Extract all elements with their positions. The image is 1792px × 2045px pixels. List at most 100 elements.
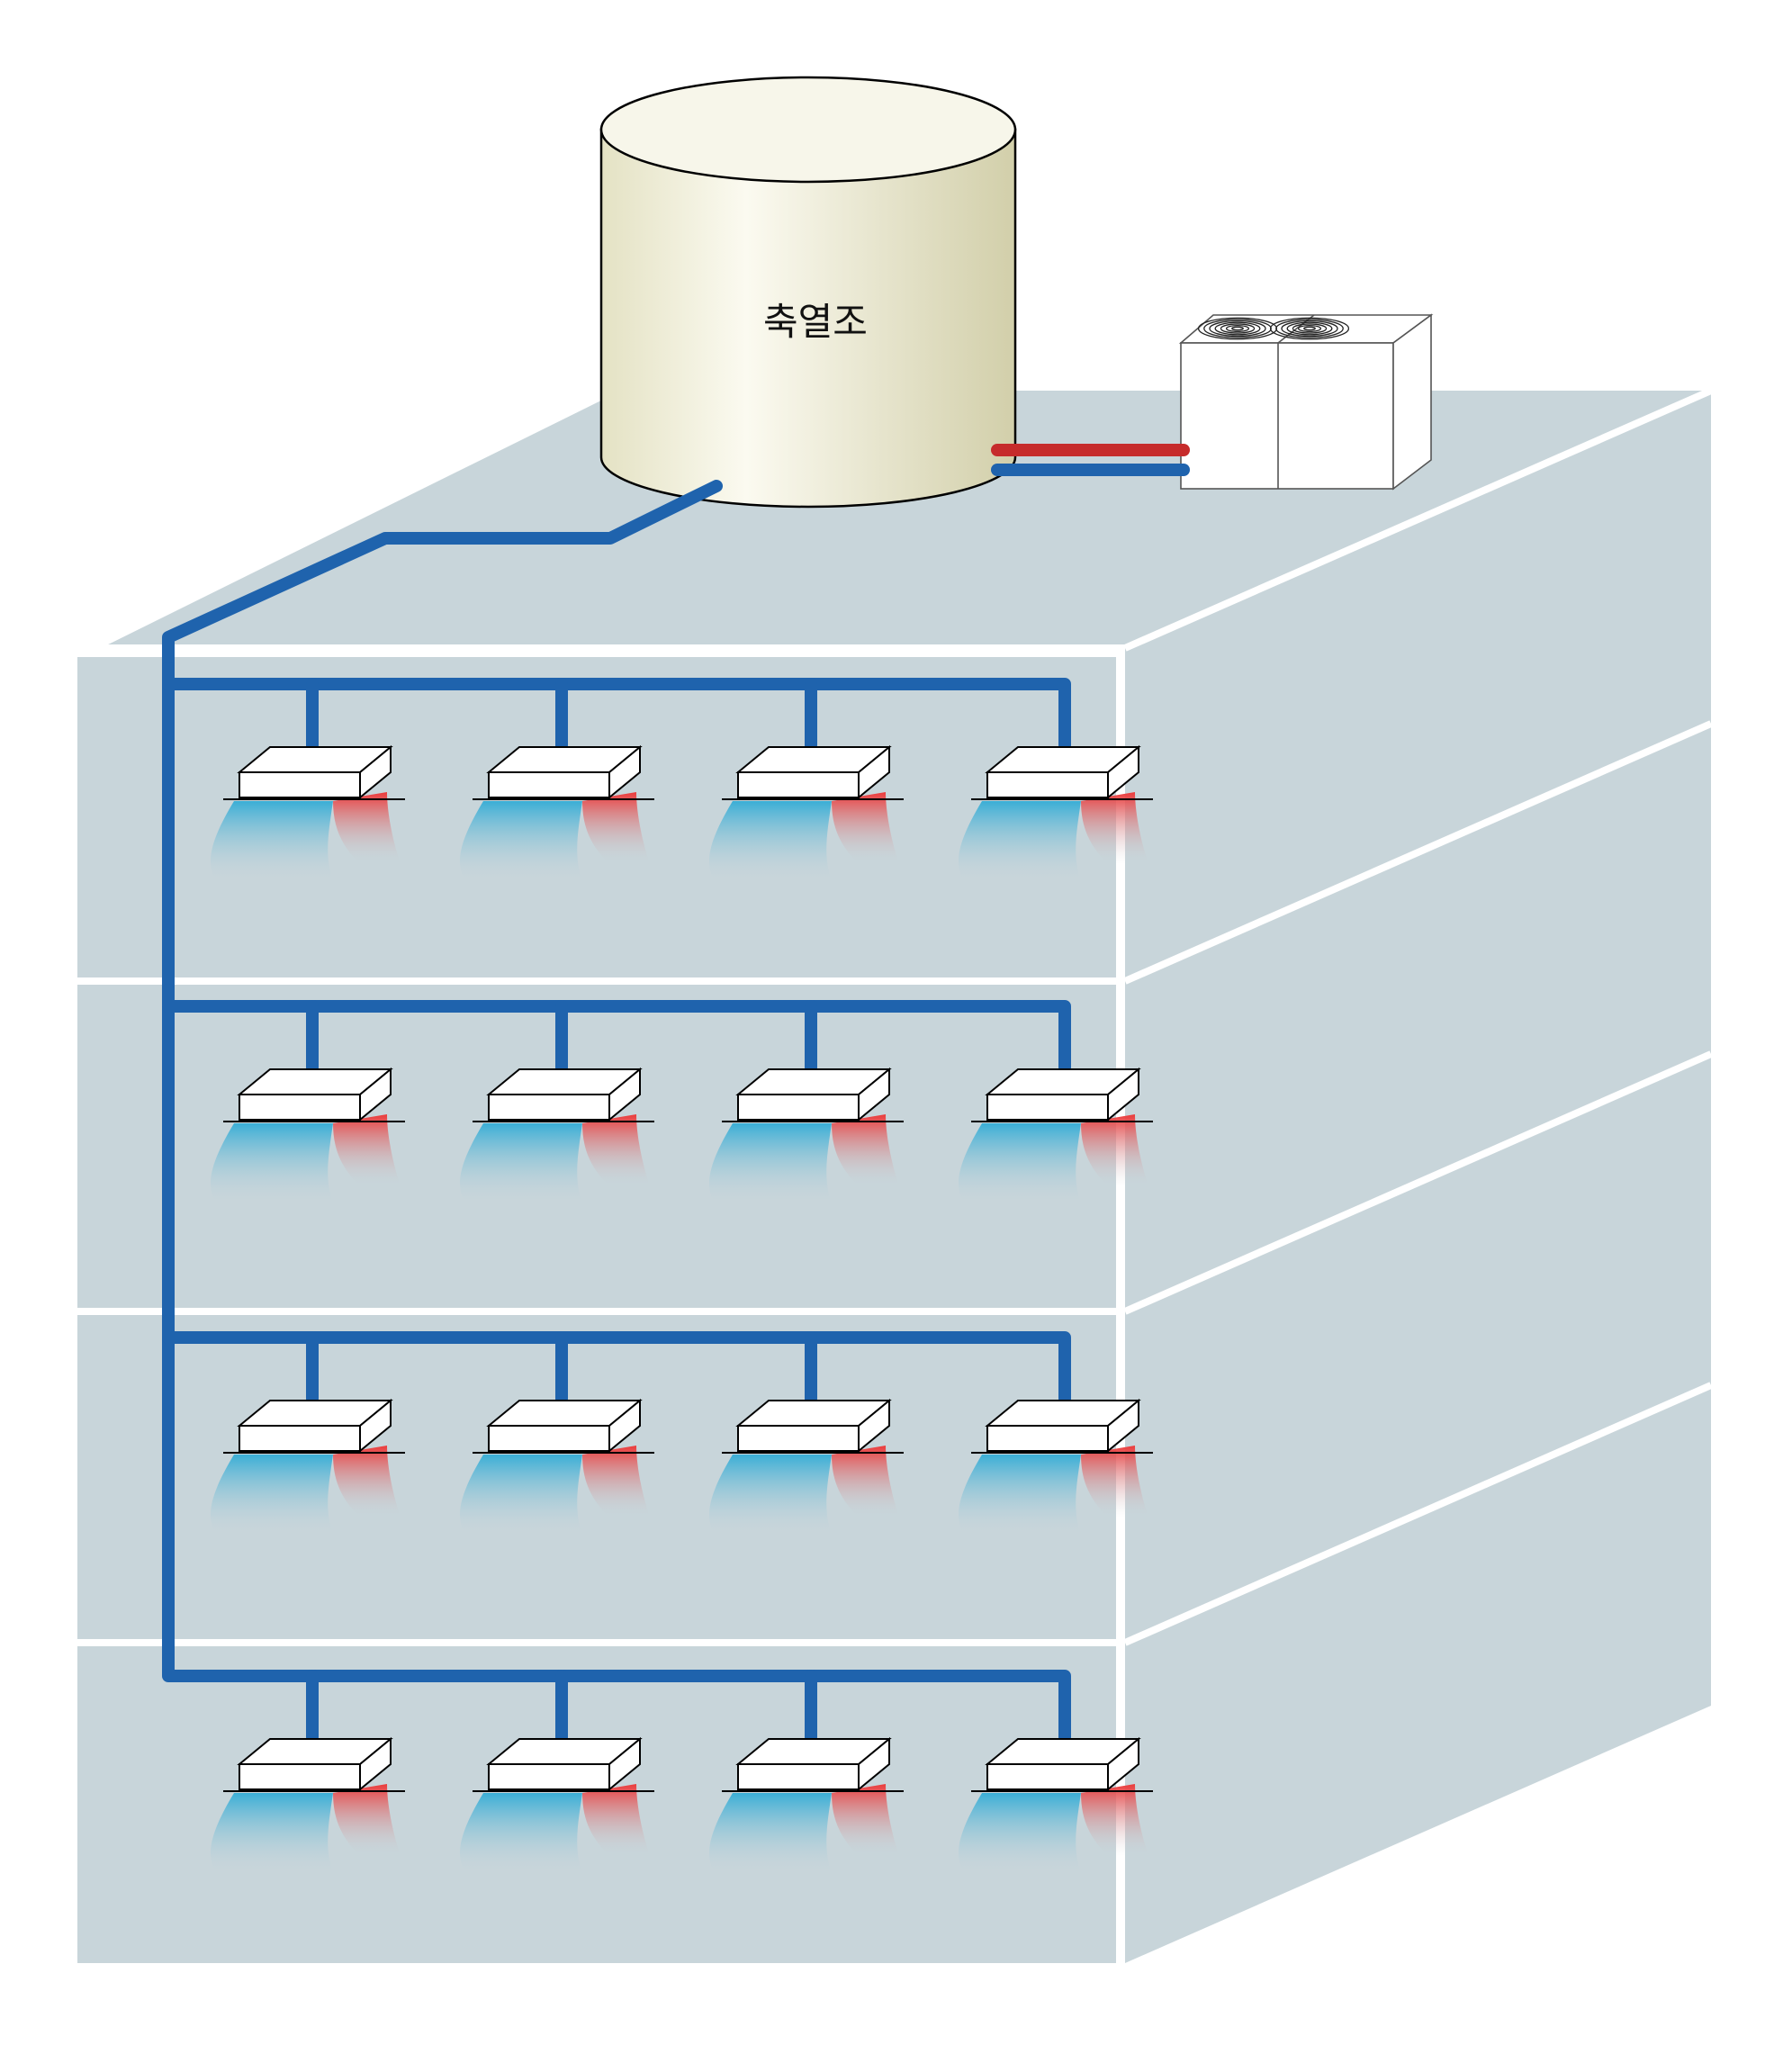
unit-front xyxy=(986,1763,1109,1790)
unit-side xyxy=(359,1067,392,1122)
unit-side xyxy=(1107,744,1139,800)
header-run xyxy=(162,1653,1071,1743)
ceiling-cassette-unit-icon xyxy=(211,1398,405,1536)
outdoor-condenser-unit-icon xyxy=(1178,313,1434,491)
warm-airflow xyxy=(333,1784,401,1856)
fan-grilles xyxy=(1197,317,1350,340)
cool-airflow xyxy=(709,1455,832,1536)
outdoor-unit-front xyxy=(1180,342,1394,490)
unit-front xyxy=(986,1425,1109,1452)
unit-front xyxy=(239,1094,361,1121)
unit-side xyxy=(858,744,890,800)
fan-ring xyxy=(1225,324,1250,333)
warm-airflow xyxy=(582,1114,650,1186)
warm-airflow xyxy=(1081,792,1148,864)
ceiling-cassette-unit-icon xyxy=(959,1067,1153,1204)
warm-airflow xyxy=(832,1446,899,1518)
ceiling-cassette-unit-icon xyxy=(709,1067,904,1204)
ceiling-cassette-unit-icon xyxy=(460,1398,654,1536)
cool-airflow xyxy=(959,1123,1081,1204)
floor-slab-lines xyxy=(77,387,1713,1963)
main-supply-pipe xyxy=(162,480,723,1680)
cool-airflow xyxy=(460,801,582,882)
storage-tank-icon: 축열조 xyxy=(599,76,1017,509)
ceiling-cassette-unit-icon xyxy=(959,1736,1153,1874)
warm-airflow xyxy=(1081,1784,1148,1856)
ceiling-cassette-unit-icon xyxy=(211,744,405,882)
ceiling-cassette-unit-icon xyxy=(460,744,654,882)
header-run xyxy=(162,1315,1071,1405)
ceiling-cassette-unit-icon xyxy=(709,1398,904,1536)
fan-ring xyxy=(1292,323,1328,334)
unit-front xyxy=(488,1763,610,1790)
floor-3 xyxy=(162,1315,1153,1536)
fan-ring xyxy=(1286,321,1333,336)
ceiling-cassette-unit-icon xyxy=(460,1736,654,1874)
header-run xyxy=(162,984,1071,1074)
unit-side xyxy=(359,744,392,800)
fan-ring xyxy=(1275,319,1344,338)
cool-airflow xyxy=(709,801,832,882)
ceiling-cassette-unit-icon xyxy=(211,1067,405,1204)
floor-1 xyxy=(162,662,1153,882)
cool-airflow xyxy=(959,801,1081,882)
unit-side xyxy=(1107,1067,1139,1122)
ceiling-cassette-unit-icon xyxy=(460,1067,654,1204)
ceiling-cassette-unit-icon xyxy=(959,744,1153,882)
unit-side xyxy=(608,1398,641,1454)
warm-airflow xyxy=(832,792,899,864)
warm-airflow xyxy=(582,1446,650,1518)
warm-airflow xyxy=(1081,1446,1148,1518)
unit-side xyxy=(359,1736,392,1792)
warm-airflow xyxy=(582,1784,650,1856)
unit-front xyxy=(737,1425,860,1452)
building-side-face xyxy=(1125,391,1711,1963)
unit-front xyxy=(737,1094,860,1121)
slab-line-side xyxy=(1123,720,1713,985)
tank-body xyxy=(599,128,1017,509)
cool-airflow xyxy=(460,1455,582,1536)
floor-2 xyxy=(162,984,1153,1204)
unit-side xyxy=(608,1736,641,1792)
fan-ring xyxy=(1214,321,1261,336)
unit-front xyxy=(239,1425,361,1452)
unit-front xyxy=(239,1763,361,1790)
unit-side xyxy=(858,1067,890,1122)
warm-airflow xyxy=(1081,1114,1148,1186)
unit-front xyxy=(488,1094,610,1121)
cool-airflow xyxy=(211,1123,333,1204)
floor-header-pipe xyxy=(162,662,1071,752)
unit-side xyxy=(359,1398,392,1454)
ceiling-cassette-unit-icon xyxy=(709,744,904,882)
slab-line-side xyxy=(1123,387,1713,652)
floors xyxy=(162,662,1153,1874)
fan-ring xyxy=(1209,320,1266,338)
header-run xyxy=(162,662,1071,752)
unit-side xyxy=(1107,1398,1139,1454)
warm-airflow xyxy=(832,1114,899,1186)
cool-airflow xyxy=(460,1793,582,1874)
warm-airflow xyxy=(333,1446,401,1518)
ceiling-cassette-unit-icon xyxy=(709,1736,904,1874)
floor-header-pipe xyxy=(162,1315,1071,1405)
ceiling-cassette-unit-icon xyxy=(211,1736,405,1874)
cool-airflow xyxy=(709,1123,832,1204)
warm-airflow xyxy=(333,792,401,864)
unit-side xyxy=(608,744,641,800)
unit-front xyxy=(488,1425,610,1452)
fan-ring xyxy=(1220,323,1256,334)
refrigerant-pipes xyxy=(991,444,1190,476)
warm-airflow xyxy=(582,792,650,864)
tank-label: 축열조 xyxy=(763,300,868,344)
outdoor-unit-side xyxy=(1392,313,1432,491)
fan-ring xyxy=(1303,326,1316,331)
unit-front xyxy=(488,771,610,798)
slab-line-side xyxy=(1123,1050,1713,1315)
floor-4 xyxy=(162,1653,1153,1874)
cool-airflow xyxy=(709,1793,832,1874)
fan-ring xyxy=(1281,320,1338,338)
unit-front xyxy=(737,1763,860,1790)
tank-top xyxy=(599,76,1017,184)
cool-airflow xyxy=(211,1793,333,1874)
